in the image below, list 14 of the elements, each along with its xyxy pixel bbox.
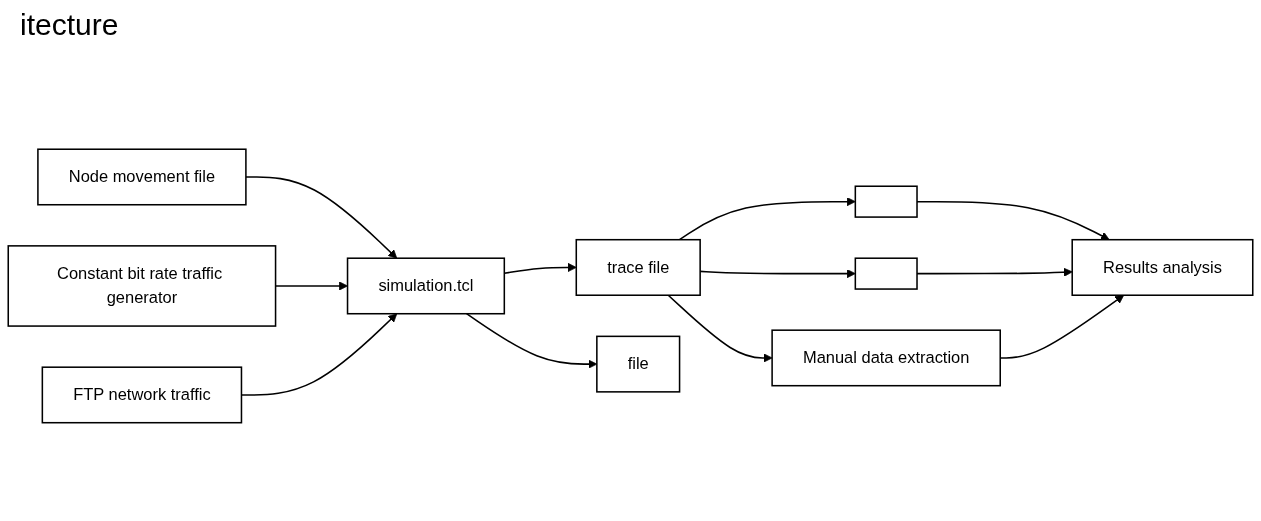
node-box: Constant bit rate traffic generator xyxy=(7,244,277,327)
node-box xyxy=(854,256,918,290)
arrow xyxy=(678,196,856,240)
node-box: Results analysis xyxy=(1071,238,1254,296)
node-box: simulation.tcl xyxy=(346,256,506,315)
node-box xyxy=(854,185,918,218)
diagram-title: itecture xyxy=(19,7,120,43)
node-box: FTP network traffic xyxy=(41,365,243,423)
node-box: Node movement file xyxy=(37,148,247,206)
node-box: trace file xyxy=(575,238,701,296)
arrow xyxy=(245,175,398,259)
node-box: Manual data extraction xyxy=(771,328,1001,386)
arrow xyxy=(667,294,773,362)
node-box: file xyxy=(596,335,681,393)
